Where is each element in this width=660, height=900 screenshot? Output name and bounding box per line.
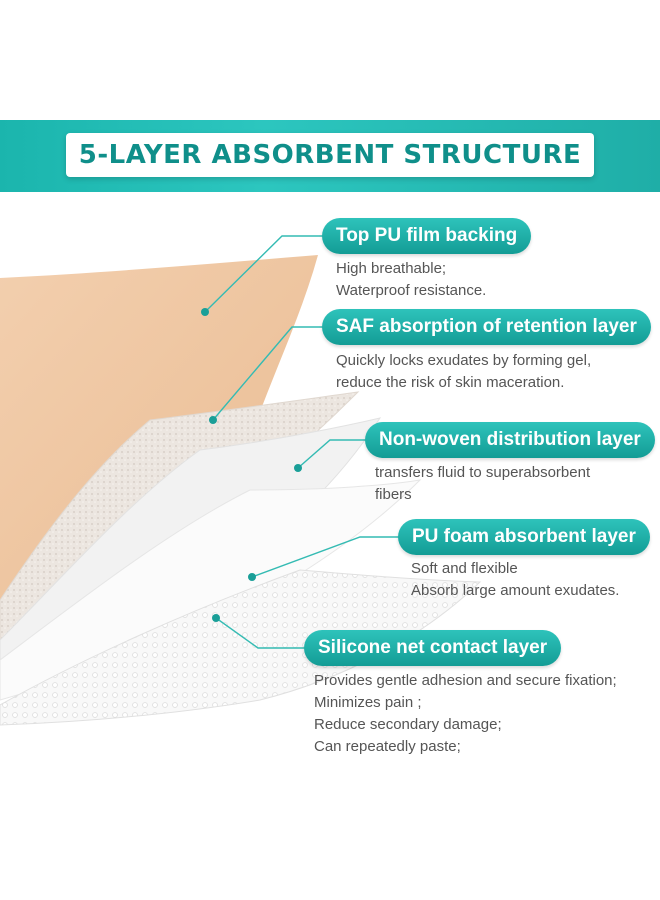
layer-desc-silicone: Provides gentle adhesion and secure fixa…	[314, 670, 617, 758]
leader-dot-2	[209, 416, 217, 424]
desc-line: High breathable;	[336, 260, 447, 277]
desc-line: Quickly locks exudates by forming gel,	[336, 352, 592, 369]
desc-line: Can repeatedly paste;	[314, 738, 461, 755]
layer-label-nonwoven: Non-woven distribution layer	[365, 422, 655, 458]
leader-line-4	[251, 536, 402, 578]
layer-label-silicone: Silicone net contact layer	[304, 630, 562, 666]
layer-desc-saf: Quickly locks exudates by forming gel, r…	[336, 350, 591, 394]
layer-desc-nonwoven: transfers fluid to superabsorbent fibers	[375, 462, 590, 506]
layer-label-pu-foam: PU foam absorbent layer	[398, 519, 650, 555]
leader-dot-1	[201, 308, 209, 316]
layer-desc-pu-foam: Soft and flexible Absorb large amount ex…	[411, 558, 619, 602]
desc-line: Minimizes pain ;	[314, 694, 422, 711]
desc-line: Reduce secondary damage;	[314, 716, 502, 733]
leader-line-5	[215, 617, 310, 649]
leader-dot-4	[248, 573, 256, 581]
layer-desc-pu-film: High breathable; Waterproof resistance.	[336, 258, 486, 302]
layer-label-saf: SAF absorption of retention layer	[322, 309, 651, 345]
desc-line: Waterproof resistance.	[336, 282, 487, 299]
page-title: 5-LAYER ABSORBENT STRUCTURE	[78, 140, 582, 170]
leader-dot-3	[294, 464, 302, 472]
leader-dot-5	[212, 614, 220, 622]
desc-line: reduce the risk of skin maceration.	[336, 374, 565, 391]
desc-line: Absorb large amount exudates.	[411, 582, 620, 599]
desc-line: fibers	[375, 486, 412, 503]
leader-line-3	[297, 439, 372, 469]
title-box: 5-LAYER ABSORBENT STRUCTURE	[66, 133, 594, 177]
desc-line: Provides gentle adhesion and secure fixa…	[314, 672, 617, 689]
desc-line: Soft and flexible	[411, 560, 518, 577]
leader-line-2	[212, 326, 326, 421]
leader-line-1	[204, 235, 326, 313]
desc-line: transfers fluid to superabsorbent	[375, 464, 591, 481]
layer-label-pu-film: Top PU film backing	[322, 218, 532, 254]
silicone-net-layer	[0, 569, 482, 726]
